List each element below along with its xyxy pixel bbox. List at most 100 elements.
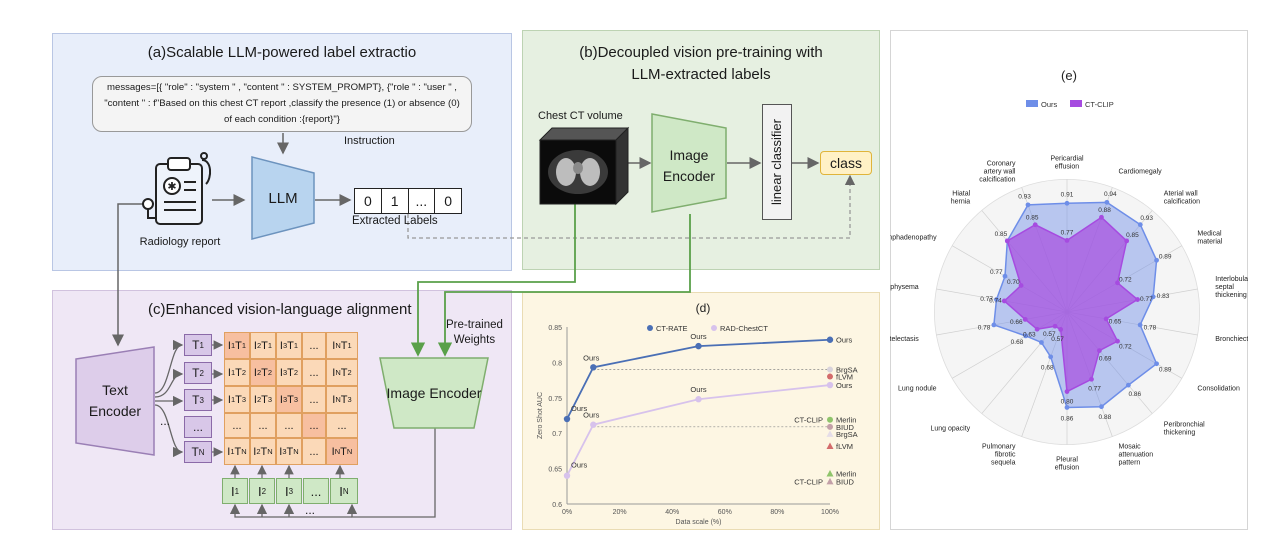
category-label: Lymphadenopathy [890,235,937,242]
ctclip-series-point [1004,238,1010,244]
ours-value-label: 0.78 [1144,325,1157,332]
point-label: Ours [690,385,707,394]
panel-c-title: (c)Enhanced vision-language alignment [148,301,412,318]
ctclip-value-label: 0.57 [1043,331,1056,338]
ctclip-value-label: 0.65 [1109,318,1122,325]
ctclip-series-point [1034,326,1040,332]
ctclip-series-point [1018,283,1024,288]
ours-series-point [1064,405,1070,410]
ours-series-point [1150,294,1156,300]
prompt-line-1: messages=[{ "role" : "system " , "conten… [107,82,457,93]
point-label: Ours [836,336,853,345]
baseline-marker [827,423,833,430]
x-tick-label: 100% [821,509,839,516]
ctclip-series-point [1058,327,1064,332]
point-label: Ours [571,404,588,413]
extracted-labels-vector: 0 1 ... 0 [354,188,462,214]
ctclip-label: CT-CLIP [794,477,823,486]
point-label: Ours [583,353,600,362]
ours-value-label: 0.91 [1061,191,1074,198]
ours-series-point [994,297,999,302]
x-axis-label: Data scale (%) [676,519,722,526]
ctclip-series-point [1001,298,1007,304]
ours-value-label: 0.93 [1140,215,1153,222]
ours-series-point [1039,340,1044,345]
legend-label: Ours [1041,100,1058,109]
text-encoder-line2: Encoder [88,403,142,419]
series-point [695,396,702,403]
category-label: Lung nodule [898,385,937,392]
category-label: Atelectasis [890,336,919,343]
ours-series-point [1104,199,1110,205]
series-point [563,472,571,479]
dots-bottom: ... [305,503,316,517]
category-label: Consolidation [1197,385,1240,392]
legend-marker [647,325,653,331]
matrix-cell: ... [302,359,326,386]
baseline-marker [826,477,834,485]
y-tick-label: 0.8 [552,360,562,367]
ctclip-series-point [1032,222,1038,228]
ctclip-series-point [1099,214,1104,220]
llm-block [251,156,315,240]
series-point [563,415,571,423]
prompt-box: messages=[{ "role" : "system " , "conten… [92,76,472,132]
label-cell: 0 [435,188,462,214]
panel-b-title-2: LLM-extracted labels [631,66,771,83]
ctclip-value-label: 0.77 [1088,386,1101,393]
point-label: Ours [583,411,600,420]
baseline-label: fLVM [836,442,853,451]
legend-label: RAD-ChestCT [720,324,768,333]
ours-value-label: 0.68 [1041,364,1054,371]
point-label: Ours [836,381,853,390]
baseline-label: BrgSA [836,365,858,374]
ctclip-series-point [1064,237,1070,243]
ctclip-series-point [1103,316,1109,322]
ours-series-point [1137,322,1143,328]
ours-value-label: 0.89 [1159,367,1172,374]
matrix-cell: ... [302,438,326,465]
legend-swatch [1026,100,1038,107]
panel-a-title: (a)Scalable LLM-powered label extractio [147,44,417,61]
label-cell: 0 [354,188,382,214]
ours-value-label: 0.77 [990,269,1003,276]
ctclip-series-point [1064,389,1070,394]
class-output: class [820,151,872,175]
ours-value-label: 0.86 [1128,391,1141,398]
matrix-cell: ... [302,413,326,438]
x-tick-label: 20% [613,509,627,516]
linear-classifier-label: linear classifier [769,119,784,205]
text-encoder-label: Text Encoder [74,380,156,422]
pretrained-line-2: Weights [453,334,496,346]
ct-volume-label: Chest CT volume [538,110,623,122]
image-encoder-b-label: Image Encoder [650,145,728,187]
legend-swatch [1070,100,1082,107]
baseline-marker [826,430,834,437]
ours-series-point [991,322,997,328]
y-tick-label: 0.65 [548,467,562,474]
baseline-marker [826,442,834,449]
ours-value-label: 0.78 [978,325,991,332]
category-label: Emphysema [890,284,919,291]
ctclip-label: CT-CLIP [794,416,823,425]
pretrained-line-1: Pre-trained [446,319,503,331]
matrix-cell: ... [224,413,250,438]
linear-classifier-block [762,104,792,220]
